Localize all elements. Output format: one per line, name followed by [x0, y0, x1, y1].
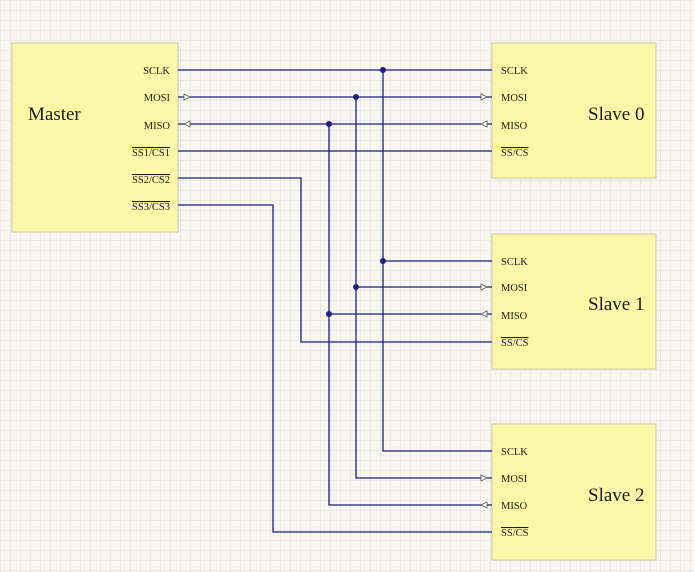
slave-1-pin-ss: SS/CS	[501, 338, 529, 349]
slave-2-pin-miso: MISO	[501, 501, 528, 512]
master-pin-mosi: MOSI	[144, 93, 171, 104]
slave-2-pin-ss: SS/CS	[501, 528, 529, 539]
slave-2-pin-sclk: SCLK	[501, 447, 528, 458]
master-pin-sclk: SCLK	[143, 66, 170, 77]
slave-2-miso-out-arrow-icon	[480, 501, 488, 509]
wire-ss2	[178, 177, 492, 343]
slave-0-miso-out-arrow-icon	[480, 120, 488, 128]
slave-1-pin-sclk: SCLK	[501, 257, 528, 268]
slave-2-label: Slave 2	[588, 485, 644, 506]
master-pin-ss2: SS2/CS2	[132, 175, 170, 186]
master-pin-ss3: SS3/CS3	[132, 202, 170, 213]
pin-direction-arrows	[183, 93, 488, 509]
slave-0-mosi-in-arrow-icon	[480, 93, 488, 101]
bus-wires	[178, 69, 492, 533]
junction-mosi	[353, 94, 359, 100]
master-pin-ss1: SS1/CS1	[132, 148, 170, 159]
slave-0-pin-ss: SS/CS	[501, 148, 529, 159]
junction-sclk-1	[380, 258, 386, 264]
slave-2-pin-mosi: MOSI	[501, 474, 528, 485]
slave-1-mosi-in-arrow-icon	[480, 283, 488, 291]
wire-ss3	[178, 204, 492, 533]
master-block	[11, 42, 179, 233]
slave-0-label: Slave 0	[588, 104, 644, 125]
slave-1-label: Slave 1	[588, 294, 644, 315]
junction-miso-1	[326, 311, 332, 317]
slave-2-mosi-in-arrow-icon	[480, 474, 488, 482]
slave-0-block	[491, 42, 657, 179]
junction-dots	[326, 67, 386, 317]
wire-sclk-drop	[382, 70, 492, 452]
junction-sclk	[380, 67, 386, 73]
wire-miso-drop	[328, 124, 492, 506]
slave-0-pin-miso: MISO	[501, 121, 528, 132]
wire-mosi-drop	[355, 97, 492, 479]
slave-1-miso-out-arrow-icon	[480, 310, 488, 318]
slave-0-pin-mosi: MOSI	[501, 93, 528, 104]
junction-miso	[326, 121, 332, 127]
master-mosi-out-arrow-icon	[183, 93, 191, 101]
junction-mosi-1	[353, 284, 359, 290]
master-miso-in-arrow-icon	[183, 120, 191, 128]
slave-1-block	[491, 233, 657, 370]
slave-2-block	[491, 423, 657, 561]
master-label: Master	[28, 104, 81, 125]
slave-1-pin-mosi: MOSI	[501, 283, 528, 294]
slave-0-pin-sclk: SCLK	[501, 66, 528, 77]
slave-1-pin-miso: MISO	[501, 311, 528, 322]
master-pin-miso: MISO	[144, 121, 171, 132]
